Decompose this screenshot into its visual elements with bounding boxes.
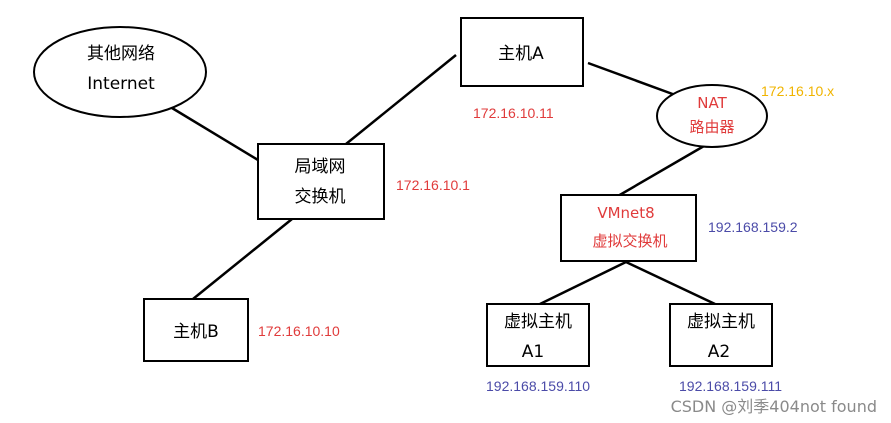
vmnet8-ip: 192.168.159.2 bbox=[708, 219, 798, 235]
vhost-a1-ip: 192.168.159.110 bbox=[486, 378, 590, 394]
internet-node: 其他网络 Internet bbox=[33, 26, 207, 118]
lan-switch-line1: 局域网 bbox=[295, 157, 346, 177]
edges bbox=[171, 54, 716, 306]
vhost-a2-node: 虚拟主机 A2 bbox=[669, 303, 773, 367]
lan-switch-node: 局域网 交换机 bbox=[257, 143, 385, 220]
edge-hosta-lanswitch bbox=[345, 54, 457, 145]
vmnet8-line1: VMnet8 bbox=[597, 204, 654, 222]
vhost-a1-line1: 虚拟主机 bbox=[504, 312, 572, 332]
nat-ip: 172.16.10.x bbox=[761, 83, 834, 99]
host-b-node: 主机B bbox=[143, 298, 249, 362]
host-a-node: 主机A bbox=[460, 17, 584, 87]
edge-internet-lanswitch bbox=[171, 106, 259, 162]
nat-router-node: NAT 路由器 bbox=[656, 84, 768, 148]
host-b-ip: 172.16.10.10 bbox=[258, 323, 340, 339]
edge-lanswitch-hostb bbox=[192, 218, 293, 300]
vmnet8-node: VMnet8 虚拟交换机 bbox=[560, 194, 697, 262]
edge-hosta-nat bbox=[587, 61, 679, 98]
vhost-a1-node: 虚拟主机 A1 bbox=[486, 303, 590, 367]
host-a-label: 主机A bbox=[498, 44, 544, 64]
edge-vmnet8-a1 bbox=[539, 260, 627, 306]
host-a-ip: 172.16.10.11 bbox=[473, 105, 554, 121]
lan-switch-line2: 交换机 bbox=[295, 187, 346, 207]
internet-line1: 其他网络 bbox=[87, 44, 155, 64]
edge-nat-vmnet8 bbox=[617, 144, 705, 198]
host-b-label: 主机B bbox=[173, 322, 219, 342]
vhost-a2-line1: 虚拟主机 bbox=[687, 312, 755, 332]
internet-line2: Internet bbox=[87, 74, 155, 94]
csdn-watermark: CSDN @刘季404not found bbox=[671, 397, 877, 416]
vhost-a1-line2: A1 bbox=[522, 342, 544, 362]
vhost-a2-line2: A2 bbox=[708, 342, 730, 362]
vmnet8-line2: 虚拟交换机 bbox=[592, 232, 667, 250]
nat-line1: NAT bbox=[697, 94, 727, 112]
edge-vmnet8-a2 bbox=[625, 260, 716, 306]
vhost-a2-ip: 192.168.159.111 bbox=[679, 378, 782, 394]
nat-line2: 路由器 bbox=[689, 118, 734, 136]
lan-switch-ip: 172.16.10.1 bbox=[396, 177, 470, 193]
